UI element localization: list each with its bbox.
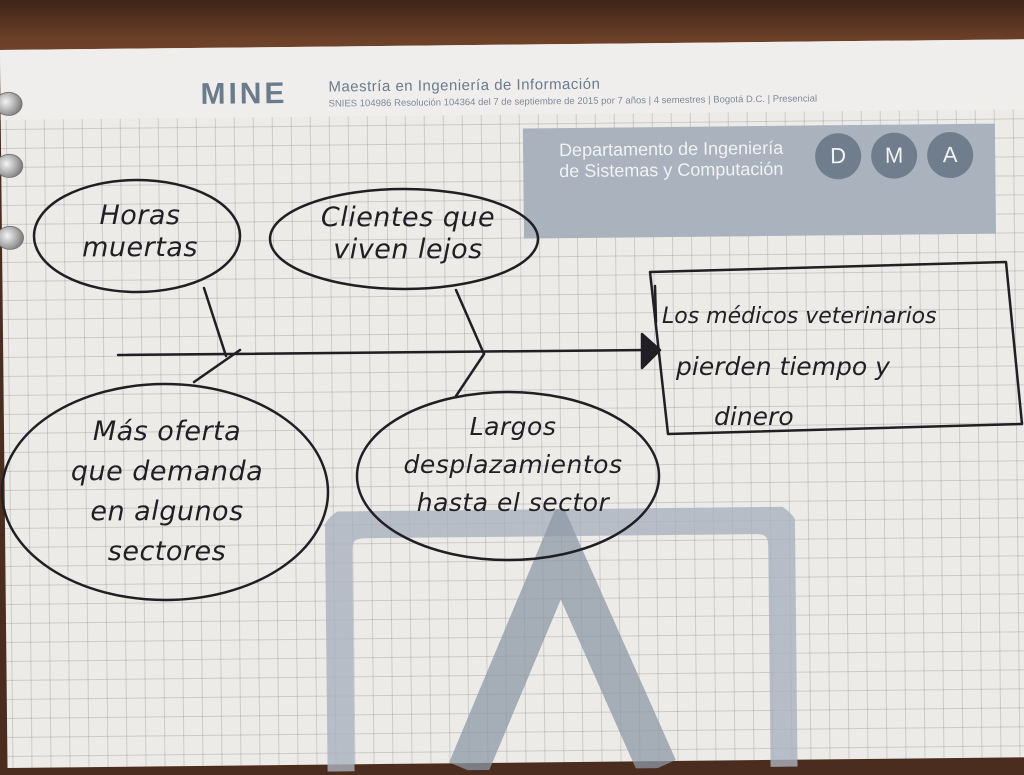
cause-text-largos-desplazamientos: Largos desplazamientos hasta el sector: [380, 408, 646, 522]
cause-bone-mas-oferta: [192, 348, 242, 384]
effect-text: Los médicos veterinarios pierden tiempo …: [662, 292, 1012, 442]
spine-line: [116, 348, 650, 357]
cause-bubble-mas-oferta: [0, 382, 330, 602]
effect-line-2: pierden tiempo y: [676, 352, 890, 381]
cause-bone-horas-muertas: [202, 286, 228, 358]
cause-line: hasta el sector: [416, 488, 610, 517]
cause-bubble-largos-desplazamientos: [355, 390, 661, 562]
cause-line: que demanda: [70, 456, 264, 487]
cause-bubble-horas-muertas: [32, 178, 242, 294]
cause-text-horas-muertas: Horas muertas: [60, 200, 220, 264]
cause-text-mas-oferta: Más oferta que demanda en algunos sector…: [32, 412, 302, 572]
cause-line: sectores: [107, 536, 227, 567]
cause-line: en algunos: [90, 496, 244, 527]
cause-line: muertas: [82, 232, 198, 263]
cause-text-clientes-lejos: Clientes que viven lejos: [298, 202, 518, 266]
cause-bone-clientes-lejos: [454, 288, 486, 356]
cause-line: Más oferta: [92, 416, 242, 447]
spine-arrowhead: [640, 332, 662, 370]
cause-bone-largos-desplazamientos: [454, 352, 486, 398]
effect-box: [648, 260, 1024, 436]
effect-box-left-mark: [653, 284, 658, 324]
cause-line: Largos: [469, 412, 557, 441]
cause-line: viven lejos: [333, 234, 483, 265]
effect-line-3: dinero: [714, 402, 794, 431]
cause-bubble-clientes-lejos: [268, 187, 540, 291]
effect-line-1: Los médicos veterinarios: [662, 304, 937, 329]
cause-line: Horas: [99, 200, 181, 231]
cause-line: desplazamientos: [403, 450, 623, 479]
cause-line: Clientes que: [320, 202, 496, 233]
